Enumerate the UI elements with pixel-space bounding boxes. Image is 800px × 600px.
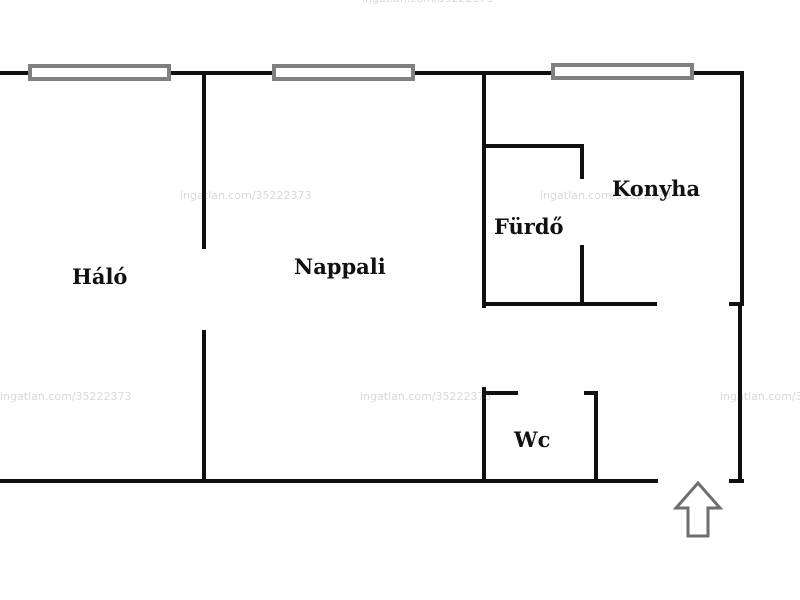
watermark-low-left: ingatlan.com/35222373 bbox=[0, 390, 132, 403]
windows bbox=[28, 63, 694, 81]
window-kitchen bbox=[551, 63, 694, 80]
watermark-low-center: ingatlan.com/35222373 bbox=[360, 390, 492, 403]
room-label-bedroom: Háló bbox=[72, 264, 127, 289]
room-label-wc: Wc bbox=[513, 427, 550, 452]
room-label-bathroom: Fürdő bbox=[494, 214, 564, 239]
window-bedroom bbox=[28, 64, 171, 81]
up-arrow-icon bbox=[672, 480, 724, 538]
watermark-top-center: ingatlan.com/35222373 bbox=[362, 0, 494, 5]
room-label-kitchen: Konyha bbox=[612, 176, 701, 201]
watermark-mid-right: ingatlan.com/35222373 bbox=[540, 189, 672, 202]
watermark-mid-left: ingatlan.com/35222373 bbox=[180, 189, 312, 202]
watermark-low-right: ingatlan.com/35222373 bbox=[720, 390, 800, 403]
room-labels: Háló Nappali Fürdő Konyha Wc bbox=[72, 176, 701, 452]
window-livingroom bbox=[272, 64, 415, 81]
room-label-livingroom: Nappali bbox=[294, 254, 386, 279]
watermarks: ingatlan.com/35222373 ingatlan.com/35222… bbox=[0, 0, 800, 403]
